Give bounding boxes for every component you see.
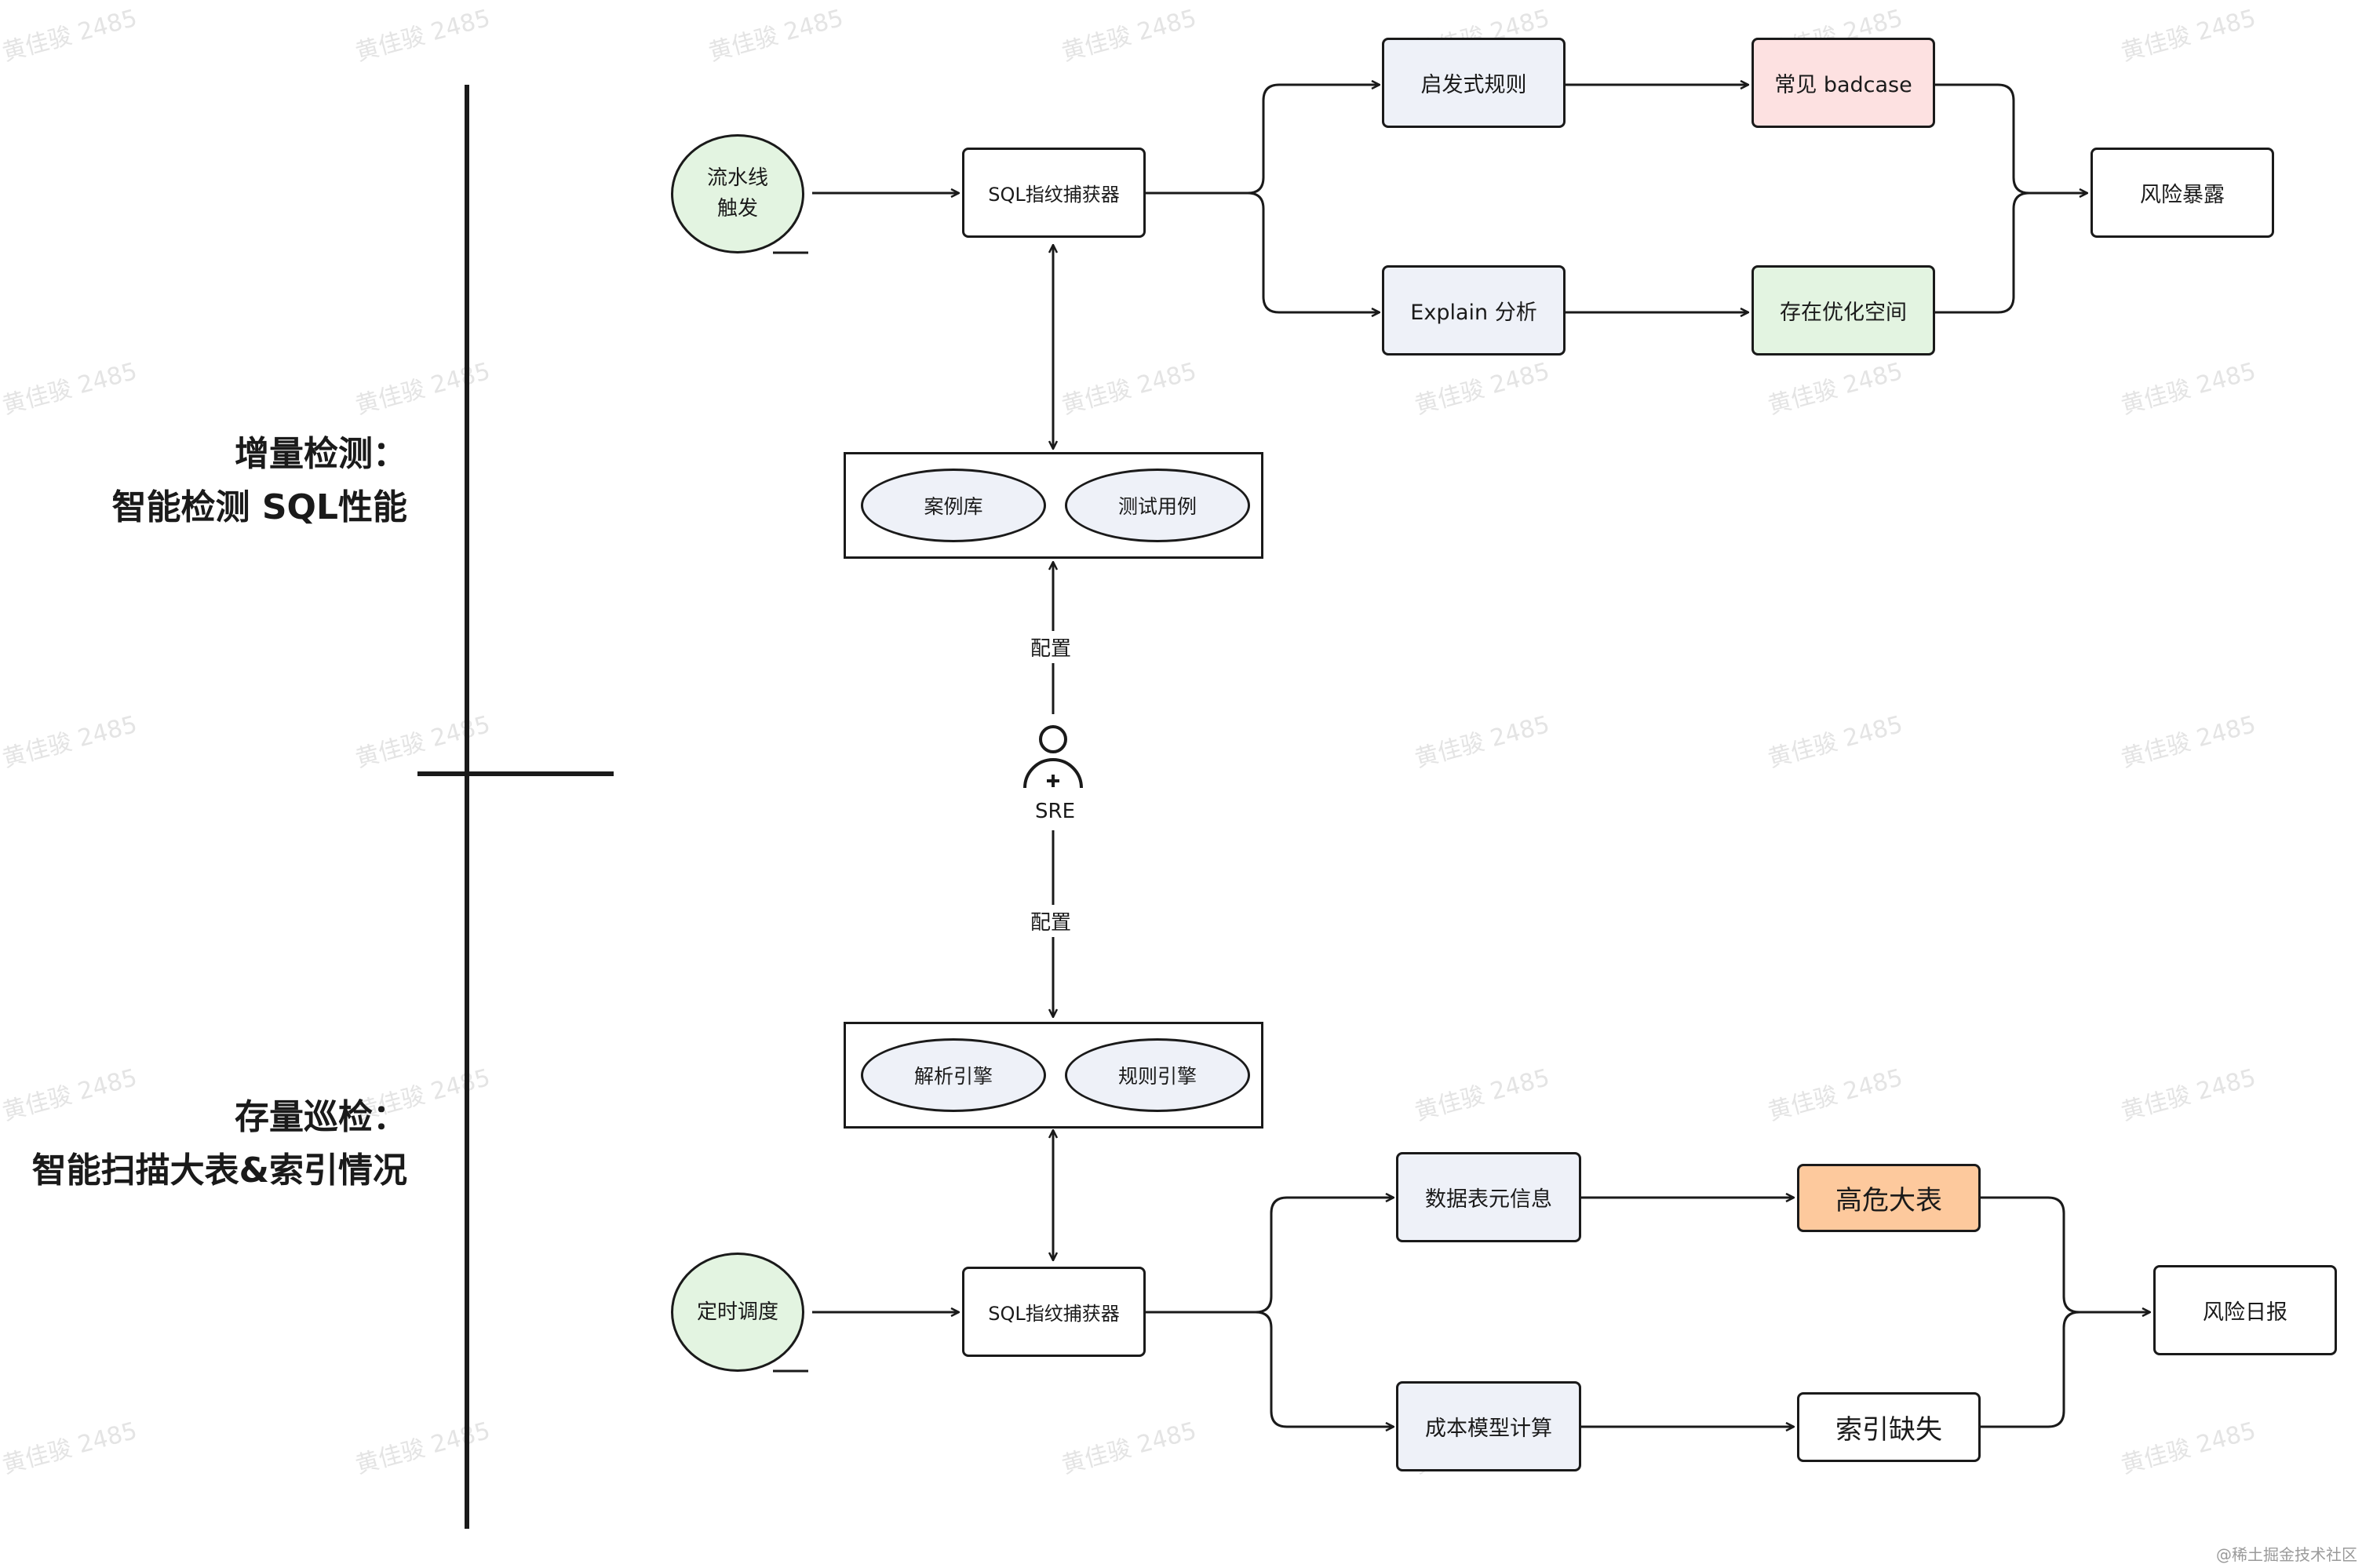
node-scheduled-dispatch: 定时调度	[671, 1253, 804, 1372]
edge-capturer-to-heuristic	[1146, 85, 1380, 195]
node-case-library: 案例库	[861, 469, 1046, 542]
section-title-incremental-line2: 智能检测 SQL性能	[111, 487, 407, 528]
section-title-incremental-line1: 增量检测：	[235, 434, 407, 474]
node-pipeline-trigger: 流水线 触发	[671, 134, 804, 253]
section-title-incremental: 增量检测： 智能检测 SQL性能	[112, 428, 407, 534]
node-test-cases: 测试用例	[1065, 469, 1250, 542]
node-pipeline-trigger-line1: 流水线	[706, 166, 768, 190]
sre-body	[1023, 758, 1083, 789]
label-sre: SRE	[1030, 798, 1080, 825]
node-scheduled-dispatch-label: 定时调度	[696, 1300, 778, 1324]
node-sql-fingerprint-capturer-top: SQL指纹捕获器	[962, 148, 1146, 238]
edge-optimize-to-risk	[1935, 191, 2030, 314]
footer-credit: @稀土掘金技术社区	[2216, 1545, 2357, 1564]
node-risk-exposure: 风险暴露	[2090, 148, 2274, 238]
node-missing-index: 索引缺失	[1797, 1392, 1981, 1462]
edge-missingindex-to-report	[1981, 1311, 2080, 1428]
sre-head	[1039, 725, 1067, 753]
node-sql-fingerprint-capturer-bottom: SQL指纹捕获器	[962, 1267, 1146, 1357]
node-cost-model: 成本模型计算	[1396, 1381, 1581, 1471]
edge-badcase-to-risk	[1935, 83, 2087, 193]
node-high-risk-table: 高危大表	[1797, 1164, 1981, 1232]
container-case-test: 案例库 测试用例	[844, 452, 1263, 559]
node-rule-engine: 规则引擎	[1065, 1038, 1250, 1112]
node-risk-daily-report: 风险日报	[2153, 1265, 2337, 1355]
label-config-top: 配置	[1026, 631, 1077, 663]
edge-capturer-to-cost	[1255, 1311, 1394, 1427]
node-heuristic-rules: 启发式规则	[1382, 38, 1566, 128]
edge-capturer-to-explain	[1247, 191, 1380, 312]
container-engines: 解析引擎 规则引擎	[844, 1022, 1263, 1129]
node-pipeline-trigger-line2: 触发	[716, 197, 758, 221]
node-parse-engine: 解析引擎	[861, 1038, 1046, 1112]
node-optimization-space: 存在优化空间	[1752, 265, 1935, 356]
section-title-stock-line2: 智能扫描大表&索引情况	[31, 1150, 407, 1191]
section-title-stock-line1: 存量巡检：	[235, 1097, 407, 1137]
edge-capturer-to-meta	[1146, 1198, 1394, 1314]
section-title-stock: 存量巡检： 智能扫描大表&索引情况	[32, 1091, 407, 1198]
node-table-metadata: 数据表元信息	[1396, 1152, 1581, 1242]
node-common-badcase: 常见 badcase	[1752, 38, 1935, 128]
label-config-bottom: 配置	[1026, 905, 1077, 937]
node-explain-analysis: Explain 分析	[1382, 265, 1566, 356]
edge-bigtable-to-report	[1981, 1196, 2150, 1312]
